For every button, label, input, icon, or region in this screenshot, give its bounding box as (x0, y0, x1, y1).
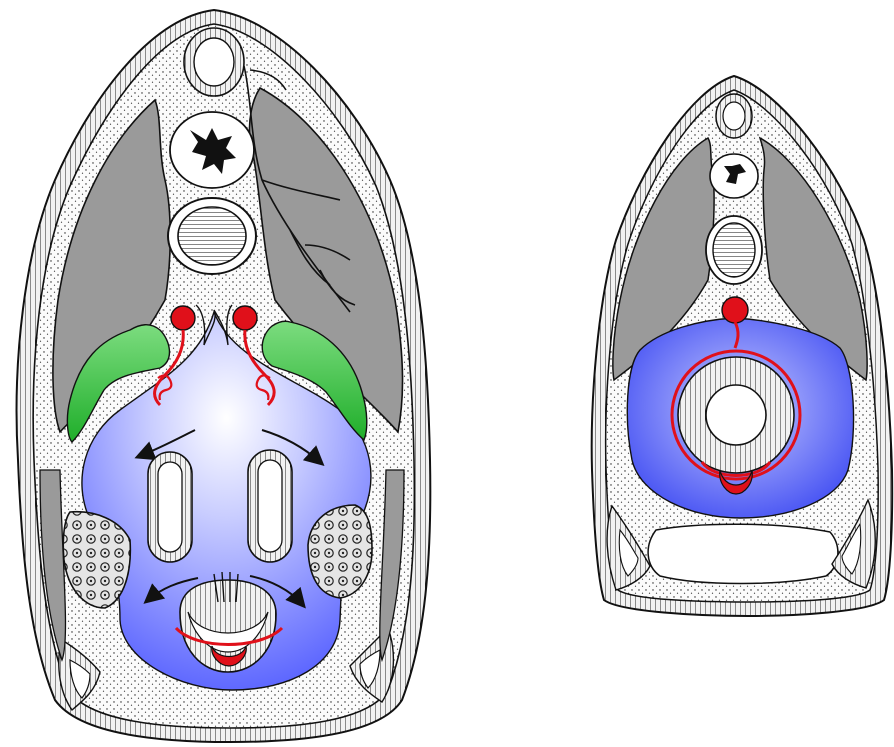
right-dorsal-vessel (722, 297, 748, 323)
right-ventral-cavity (648, 524, 838, 583)
left-cross-section (17, 10, 431, 742)
left-gill-slit-left (148, 452, 192, 562)
right-cross-section (592, 76, 892, 616)
left-gill-slit-right (248, 450, 292, 562)
